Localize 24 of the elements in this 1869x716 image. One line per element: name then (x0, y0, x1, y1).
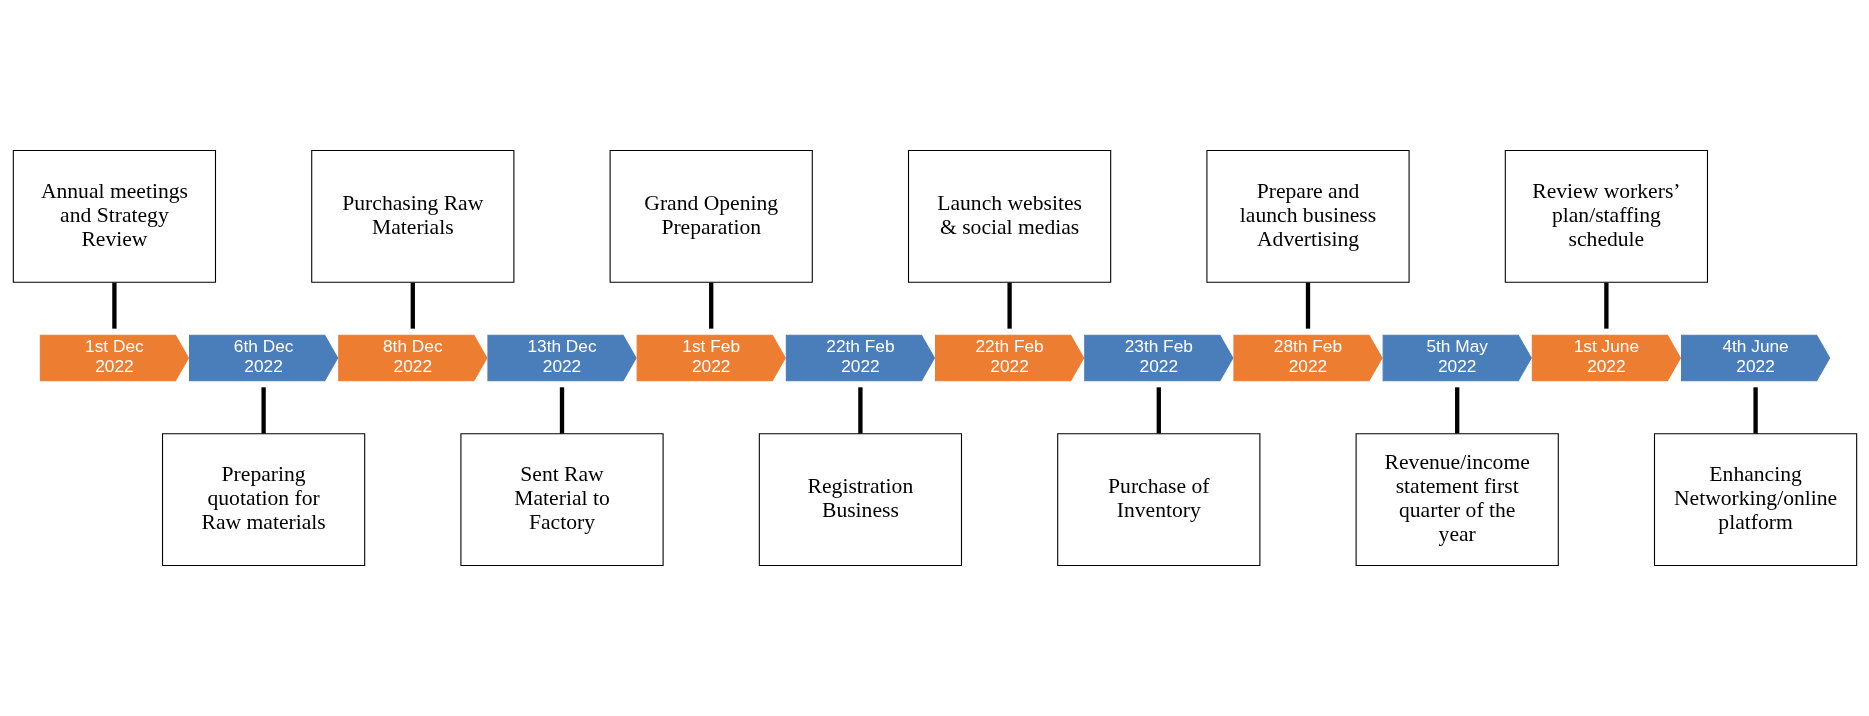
connector (708, 282, 713, 329)
node-box: Grand Opening Preparation (609, 149, 813, 283)
node-box: Prepare and launch business Advertising (1205, 149, 1410, 283)
node-box: Revenue/income statement first quarter of the year (1355, 433, 1559, 567)
node-box: Registration Business (758, 433, 962, 567)
node-box: Annual meetings and Strategy Review (12, 149, 216, 283)
connector (857, 387, 863, 434)
connector (1156, 387, 1161, 434)
node-box: Purchase of Inventory (1056, 433, 1260, 567)
connector (1454, 387, 1459, 434)
connector (111, 282, 117, 329)
connector (260, 387, 266, 434)
node-box: Sent Raw Material to Factory (459, 433, 664, 567)
connector (1305, 282, 1310, 329)
connector (410, 282, 415, 329)
node-box: Preparing quotation for Raw materials (161, 433, 365, 567)
node-box: Purchasing Raw Materials (310, 149, 514, 283)
connector (1752, 387, 1758, 434)
node-box: Launch websites & social medias (907, 149, 1111, 283)
connector (559, 387, 564, 434)
node-box: Review workers’ plan/staffing schedule (1504, 149, 1708, 283)
connector (1006, 282, 1012, 329)
connector (1603, 282, 1609, 329)
node-box: Enhancing Networking/online platform (1653, 433, 1857, 567)
